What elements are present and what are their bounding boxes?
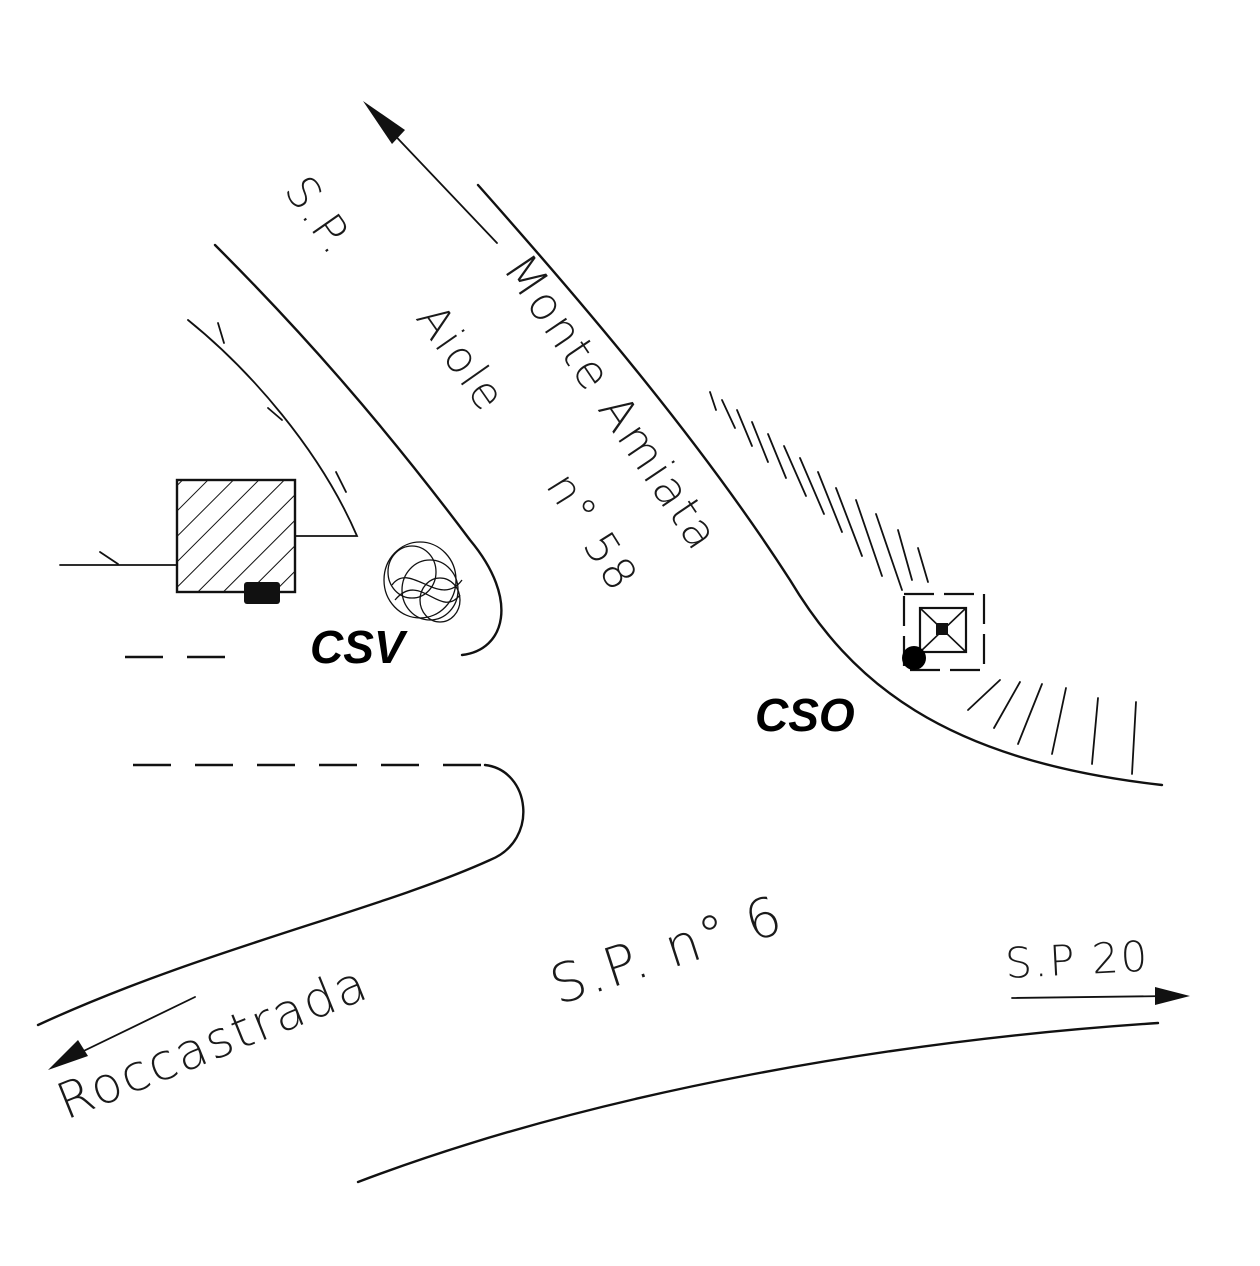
point-marker xyxy=(902,646,926,670)
label-aiole: Aiole xyxy=(406,295,516,421)
road-edge-aiole-west xyxy=(213,243,503,657)
parked-vehicle xyxy=(244,582,280,604)
arrowhead-west-icon xyxy=(48,1040,88,1070)
label-cso: CSO xyxy=(755,689,855,741)
road-edge-sp6-south xyxy=(356,1021,1160,1184)
road-direction-arrow-west xyxy=(64,996,196,1061)
label-csv: CSV xyxy=(310,621,408,673)
monument-icon xyxy=(902,592,986,672)
shrub-icon xyxy=(383,541,463,623)
building xyxy=(175,478,297,594)
label-no58: n° 58 xyxy=(536,464,648,601)
fence-line xyxy=(187,319,359,537)
road-edge-monte-amiata-east xyxy=(476,183,1164,787)
road-direction-arrow-east xyxy=(1011,995,1171,999)
label-sp20: S.P 20 xyxy=(1004,932,1151,988)
arrowhead-east-icon xyxy=(1155,987,1190,1005)
arrowhead-north-icon xyxy=(363,101,405,144)
label-monte-amiata: Monte Amiata xyxy=(493,244,731,561)
label-sp6: S.P. n° 6 xyxy=(543,883,791,1017)
road-direction-arrow-north xyxy=(384,124,498,244)
embankment-marks xyxy=(709,391,1137,775)
label-sp-top: S.P. xyxy=(274,167,364,265)
road-edge-sp6-north xyxy=(36,763,525,1027)
label-roccastrada: Roccastrada xyxy=(49,954,377,1131)
